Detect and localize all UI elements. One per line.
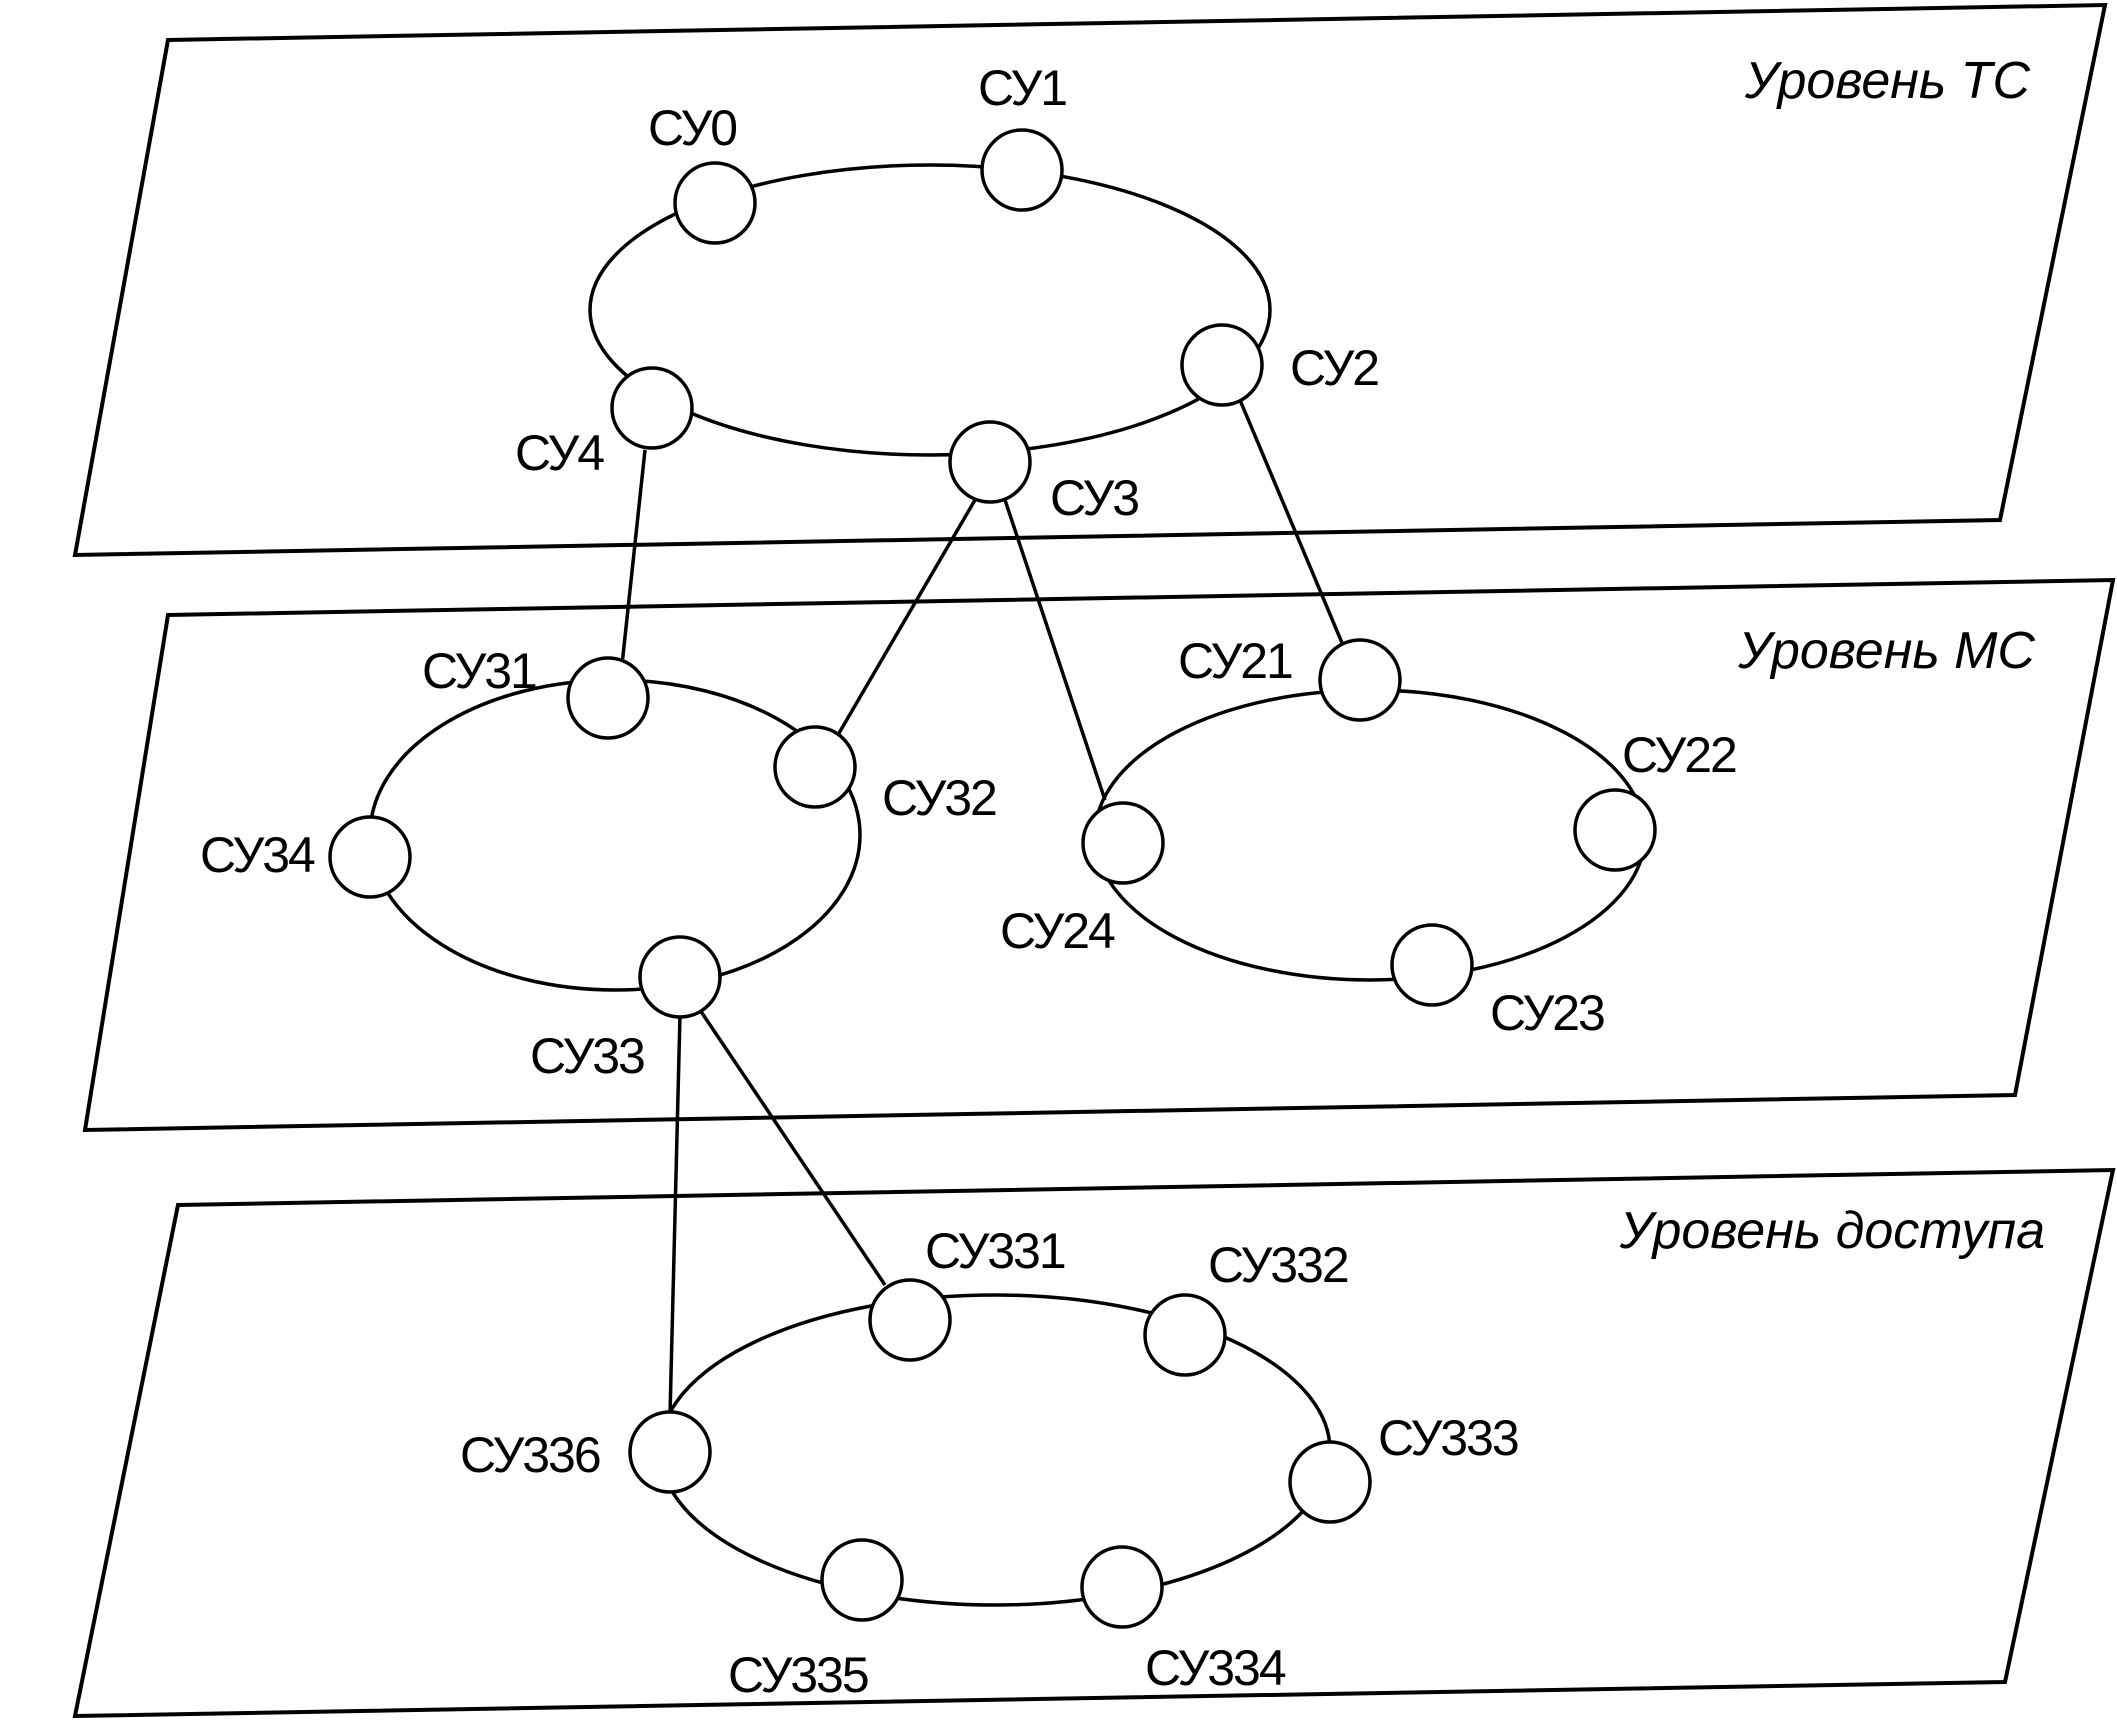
node-cy32 xyxy=(773,725,857,809)
node-cy331 xyxy=(868,1278,952,1362)
label-cy33: СУ33 xyxy=(530,1028,644,1084)
node-cy333 xyxy=(1288,1440,1372,1524)
node-cy23 xyxy=(1390,923,1474,1007)
link-cy2-cy21 xyxy=(1238,399,1347,651)
label-cy331: СУ331 xyxy=(925,1223,1065,1279)
label-cy32: СУ32 xyxy=(882,770,996,826)
link-cy4-cy31 xyxy=(620,449,647,666)
label-cy34: СУ34 xyxy=(200,827,315,883)
label-cy3: СУ3 xyxy=(1050,470,1138,526)
node-cy21 xyxy=(1318,638,1402,722)
plane-access-level xyxy=(72,1167,2116,1719)
label-cy4: СУ4 xyxy=(515,425,604,481)
node-cy336 xyxy=(628,1410,712,1494)
node-cy34 xyxy=(328,815,412,899)
label-cy332: СУ332 xyxy=(1208,1237,1348,1293)
label-cy334: СУ334 xyxy=(1145,1640,1286,1696)
link-cy33-cy331 xyxy=(698,1009,887,1286)
label-cy23: СУ23 xyxy=(1490,985,1604,1041)
node-cy22 xyxy=(1573,788,1657,872)
label-cy0: СУ0 xyxy=(648,100,736,156)
node-cy0 xyxy=(673,161,757,245)
level-label-access: Уровень доступа xyxy=(1619,1202,2045,1260)
node-cy31 xyxy=(566,656,650,740)
node-cy4 xyxy=(610,366,694,450)
level-label-mc: Уровень МС xyxy=(1737,622,2035,680)
node-cy335 xyxy=(820,1538,904,1622)
label-cy333: СУ333 xyxy=(1378,1410,1518,1466)
label-cy335: СУ335 xyxy=(728,1647,868,1703)
label-cy22: СУ22 xyxy=(1622,727,1736,783)
label-cy21: СУ21 xyxy=(1178,633,1292,689)
node-cy2 xyxy=(1180,323,1264,407)
label-cy2: СУ2 xyxy=(1290,340,1378,396)
plane-tc-level xyxy=(72,2,2108,558)
label-cy31: СУ31 xyxy=(422,643,536,699)
link-cy3-cy32 xyxy=(833,499,977,741)
node-cy1 xyxy=(980,128,1064,212)
node-cy33 xyxy=(638,935,722,1019)
link-cy33-cy336 xyxy=(668,1014,682,1416)
node-cy334 xyxy=(1080,1545,1164,1629)
level-label-tc: Уровень ТС xyxy=(1744,52,2031,110)
label-cy1: СУ1 xyxy=(978,60,1066,116)
node-cy3 xyxy=(948,420,1032,504)
link-cy3-cy24 xyxy=(1003,499,1107,801)
label-cy336: СУ336 xyxy=(460,1427,600,1483)
ring-tc xyxy=(588,163,1272,457)
label-cy24: СУ24 xyxy=(1000,903,1115,959)
node-cy24 xyxy=(1081,801,1165,885)
node-cy332 xyxy=(1143,1293,1227,1377)
